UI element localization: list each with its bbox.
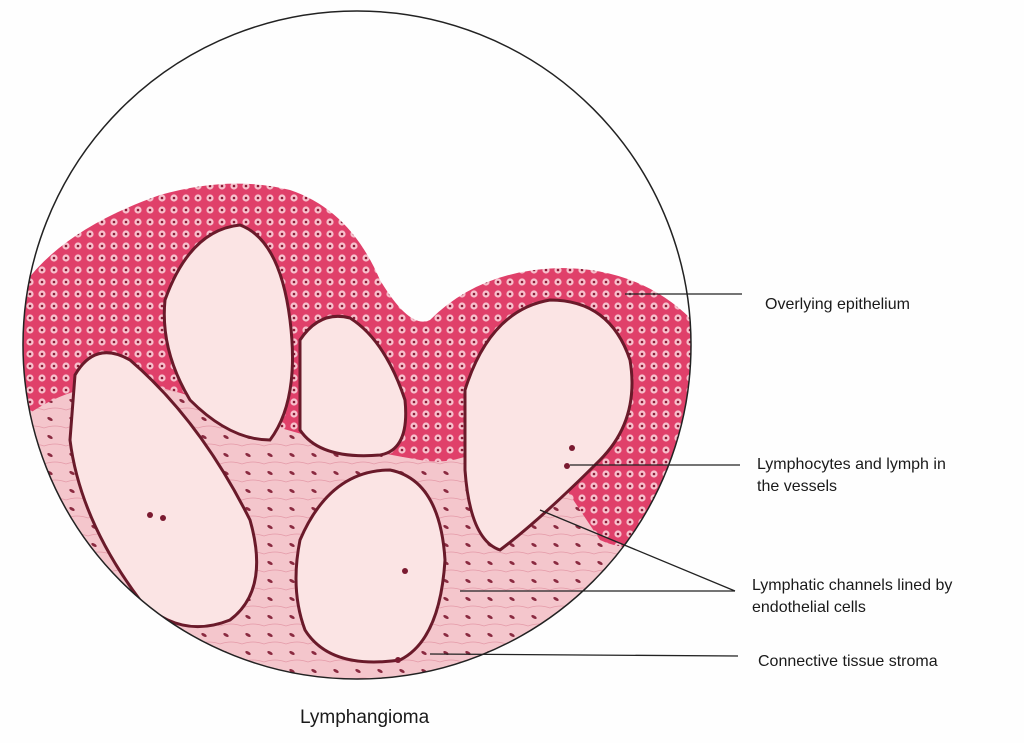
tissue-section [23, 183, 691, 679]
field-of-view-outline [22, 10, 692, 680]
lymphatic-channels [68, 223, 634, 664]
label-connective-tissue: Connective tissue stroma [758, 653, 938, 670]
lymphocytes [147, 445, 575, 663]
leader-lines [429, 293, 742, 657]
label-overlying-epithelium: Overlying epithelium [765, 296, 910, 313]
figure-caption: Lymphangioma [300, 707, 430, 728]
